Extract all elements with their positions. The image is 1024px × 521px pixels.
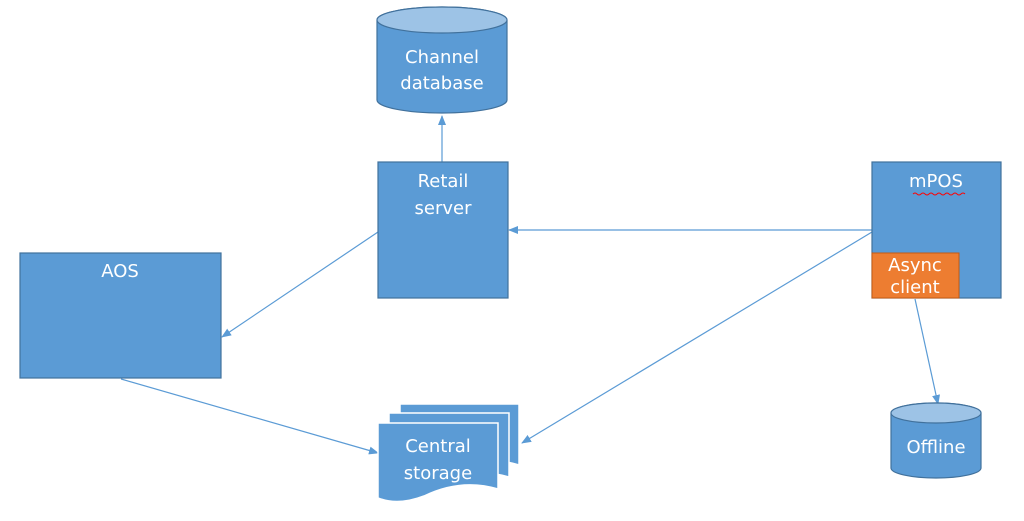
channel-database-node[interactable]: Channel database bbox=[376, 6, 508, 114]
central-storage-node[interactable]: Central storage bbox=[377, 403, 520, 503]
channel-database-cylinder-top bbox=[376, 6, 508, 34]
channel-database-label-line2: database bbox=[400, 73, 483, 94]
mpos-label: mPOS bbox=[909, 171, 963, 192]
offline-cylinder-top bbox=[890, 402, 982, 424]
central-storage-label-line1: Central bbox=[405, 436, 471, 457]
central-storage-label-line2: storage bbox=[404, 463, 472, 484]
async-client-label-line2: client bbox=[890, 277, 939, 298]
offline-node[interactable]: Offline bbox=[890, 402, 982, 479]
retail-server-box bbox=[377, 161, 509, 299]
mpos-spellcheck-underline bbox=[912, 192, 966, 196]
async-client-label-line1: Async bbox=[888, 255, 942, 276]
async-client-node[interactable]: Async client bbox=[871, 252, 960, 299]
offline-label: Offline bbox=[906, 437, 965, 458]
edge-aos-to-central-storage bbox=[120, 378, 379, 455]
retail-server-label-line1: Retail bbox=[418, 171, 469, 192]
channel-database-label-line1: Channel bbox=[405, 47, 479, 68]
retail-server-node[interactable]: Retail server bbox=[377, 161, 509, 299]
aos-box bbox=[19, 252, 222, 379]
aos-label: AOS bbox=[101, 261, 139, 282]
retail-server-label-line2: server bbox=[415, 198, 473, 219]
aos-node[interactable]: AOS bbox=[19, 252, 222, 379]
edge-async-client-to-offline bbox=[914, 298, 940, 405]
async-client-box bbox=[871, 252, 960, 299]
central-storage-front-document bbox=[377, 422, 499, 503]
edge-retail-server-to-aos bbox=[221, 231, 379, 338]
edge-mpos-to-central-storage bbox=[521, 231, 873, 444]
